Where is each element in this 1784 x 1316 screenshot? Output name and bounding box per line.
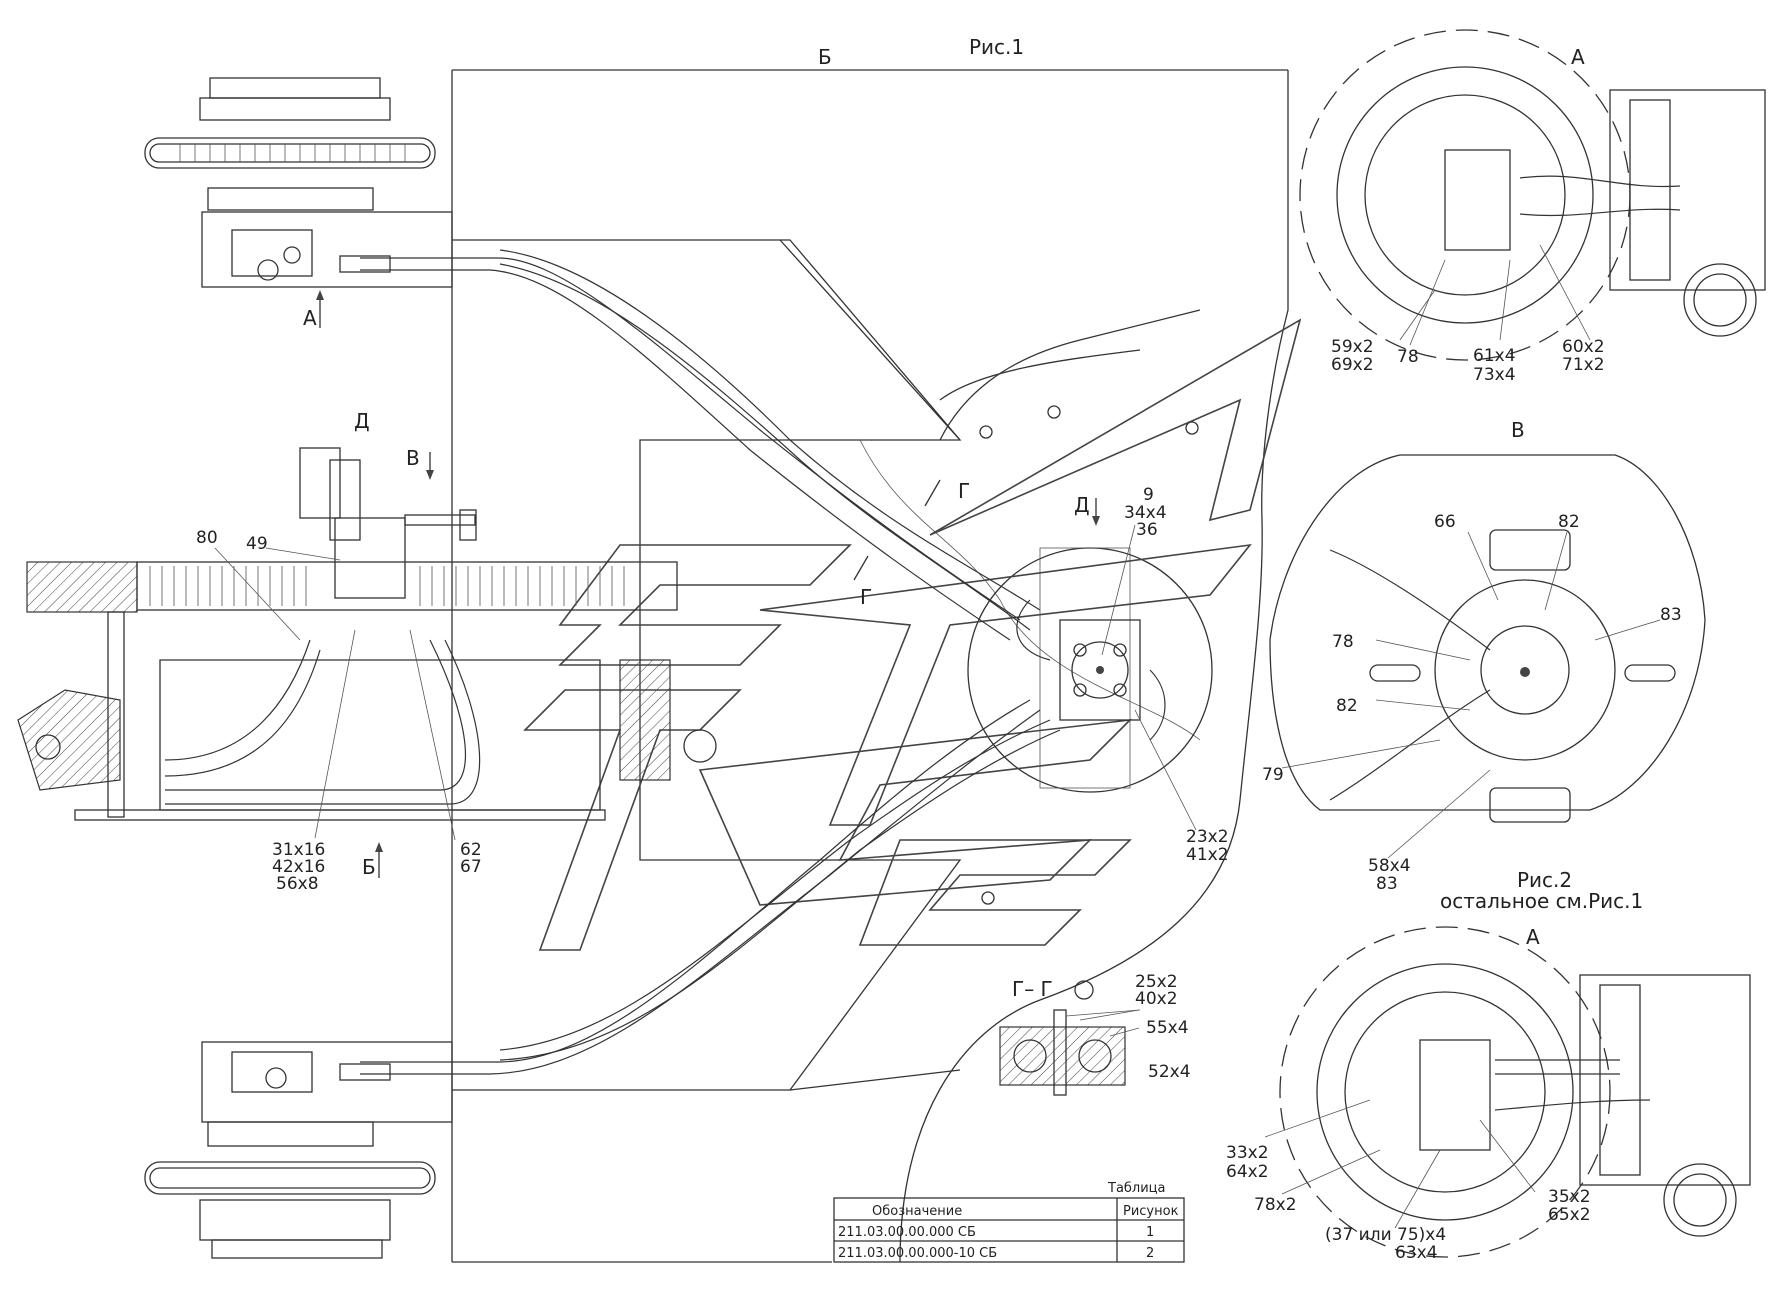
view-label-a-left: А: [303, 306, 317, 330]
callout-73x4: 73х4: [1473, 365, 1516, 385]
callout-58x4: 58х4: [1368, 856, 1411, 876]
callout-31x16: 31х16: [272, 840, 325, 860]
bottom-motor-assembly: [144, 1041, 453, 1259]
hydraulic-hoses: [164, 249, 1061, 1075]
callout-9: 9: [1143, 485, 1154, 505]
callout-55x4: 55х4: [1146, 1018, 1189, 1038]
view-label-v-left: В: [406, 446, 420, 470]
callout-64x2: 64х2: [1226, 1162, 1269, 1182]
fig2-note: остальное см.Рис.1: [1440, 889, 1643, 913]
table-header-figure: Рисунок: [1123, 1204, 1179, 1219]
callout-82-top: 82: [1558, 512, 1580, 532]
view-label-g-upper: Г: [958, 479, 970, 503]
callout-83-bottom: 83: [1376, 874, 1398, 894]
view-a-bottom-sprocket: [1279, 926, 1751, 1258]
view-label-b-bottom: Б: [362, 855, 376, 879]
callout-83: 83: [1660, 605, 1682, 625]
view-label-a-top: А: [1571, 45, 1585, 69]
callout-80: 80: [196, 528, 218, 548]
fig2-title: Рис.2: [1517, 868, 1572, 892]
leader-lines: [214, 244, 1661, 1229]
callout-62: 62: [460, 840, 482, 860]
callout-25x2: 25х2: [1135, 972, 1178, 992]
view-label-d-left: Д: [354, 409, 370, 433]
callout-78-mid: 78: [1332, 632, 1354, 652]
callout-71x2: 71х2: [1562, 355, 1605, 375]
callout-56x8: 56х8: [276, 874, 319, 894]
table-header-designation: Обозначение: [872, 1204, 962, 1219]
section-gg: [999, 980, 1141, 1096]
view-label-d-center: Д: [1074, 493, 1090, 517]
table-row-2-designation: 211.03.00.00.000-10 СБ: [838, 1246, 997, 1261]
callout-65x2: 65х2: [1548, 1205, 1591, 1225]
table-row-1-designation: 211.03.00.00.000 СБ: [838, 1225, 976, 1240]
callout-79: 79: [1262, 765, 1284, 785]
view-label-v-right: В: [1511, 418, 1525, 442]
view-label-g-lower: Г: [860, 585, 872, 609]
center-valve-block: [1016, 599, 1166, 741]
callout-69x2: 69х2: [1331, 355, 1374, 375]
callout-33x2: 33х2: [1226, 1143, 1269, 1163]
callout-78-top: 78: [1397, 347, 1419, 367]
fig1-title: Рис.1: [969, 35, 1024, 59]
callout-40x2: 40х2: [1135, 989, 1178, 1009]
view-label-b-top: Б: [818, 45, 832, 69]
callout-37-75: (37 или 75)х4: [1325, 1225, 1446, 1245]
main-frame: [451, 69, 1289, 1263]
view-label-a-bottom: А: [1526, 925, 1540, 949]
callout-52x4: 52х4: [1148, 1062, 1191, 1082]
callout-82-left: 82: [1336, 696, 1358, 716]
view-a-top-sprocket: [1299, 29, 1766, 361]
callout-67: 67: [460, 857, 482, 877]
text-labels: Рис.1 Б А А Д В Б Д Г Г В А Г– Г 59х2 69…: [196, 35, 1682, 1263]
callout-23x2: 23х2: [1186, 827, 1229, 847]
callout-61x4: 61х4: [1473, 346, 1516, 366]
table-row-1-figure: 1: [1146, 1225, 1154, 1240]
callout-59x2: 59х2: [1331, 337, 1374, 357]
left-gear-housing: [17, 447, 717, 821]
callout-41x2: 41х2: [1186, 845, 1229, 865]
view-arrows: [316, 290, 1100, 878]
callout-42x16: 42х16: [272, 857, 325, 877]
table-row-2-figure: 2: [1146, 1246, 1154, 1261]
designation-table: Таблица Обозначение Рисунок 211.03.00.00…: [833, 1181, 1185, 1263]
callout-60x2: 60х2: [1562, 337, 1605, 357]
callout-36: 36: [1136, 520, 1158, 540]
watermark-logo: [523, 318, 1302, 951]
callout-63x4: 63х4: [1395, 1243, 1438, 1263]
callout-78x2: 78х2: [1254, 1195, 1297, 1215]
callout-34x4: 34х4: [1124, 503, 1167, 523]
callout-66: 66: [1434, 512, 1456, 532]
section-label-gg: Г– Г: [1012, 977, 1053, 1001]
table-caption: Таблица: [1107, 1181, 1166, 1196]
callout-35x2: 35х2: [1548, 1187, 1591, 1207]
top-motor-assembly: [144, 77, 453, 288]
callout-49: 49: [246, 534, 268, 554]
